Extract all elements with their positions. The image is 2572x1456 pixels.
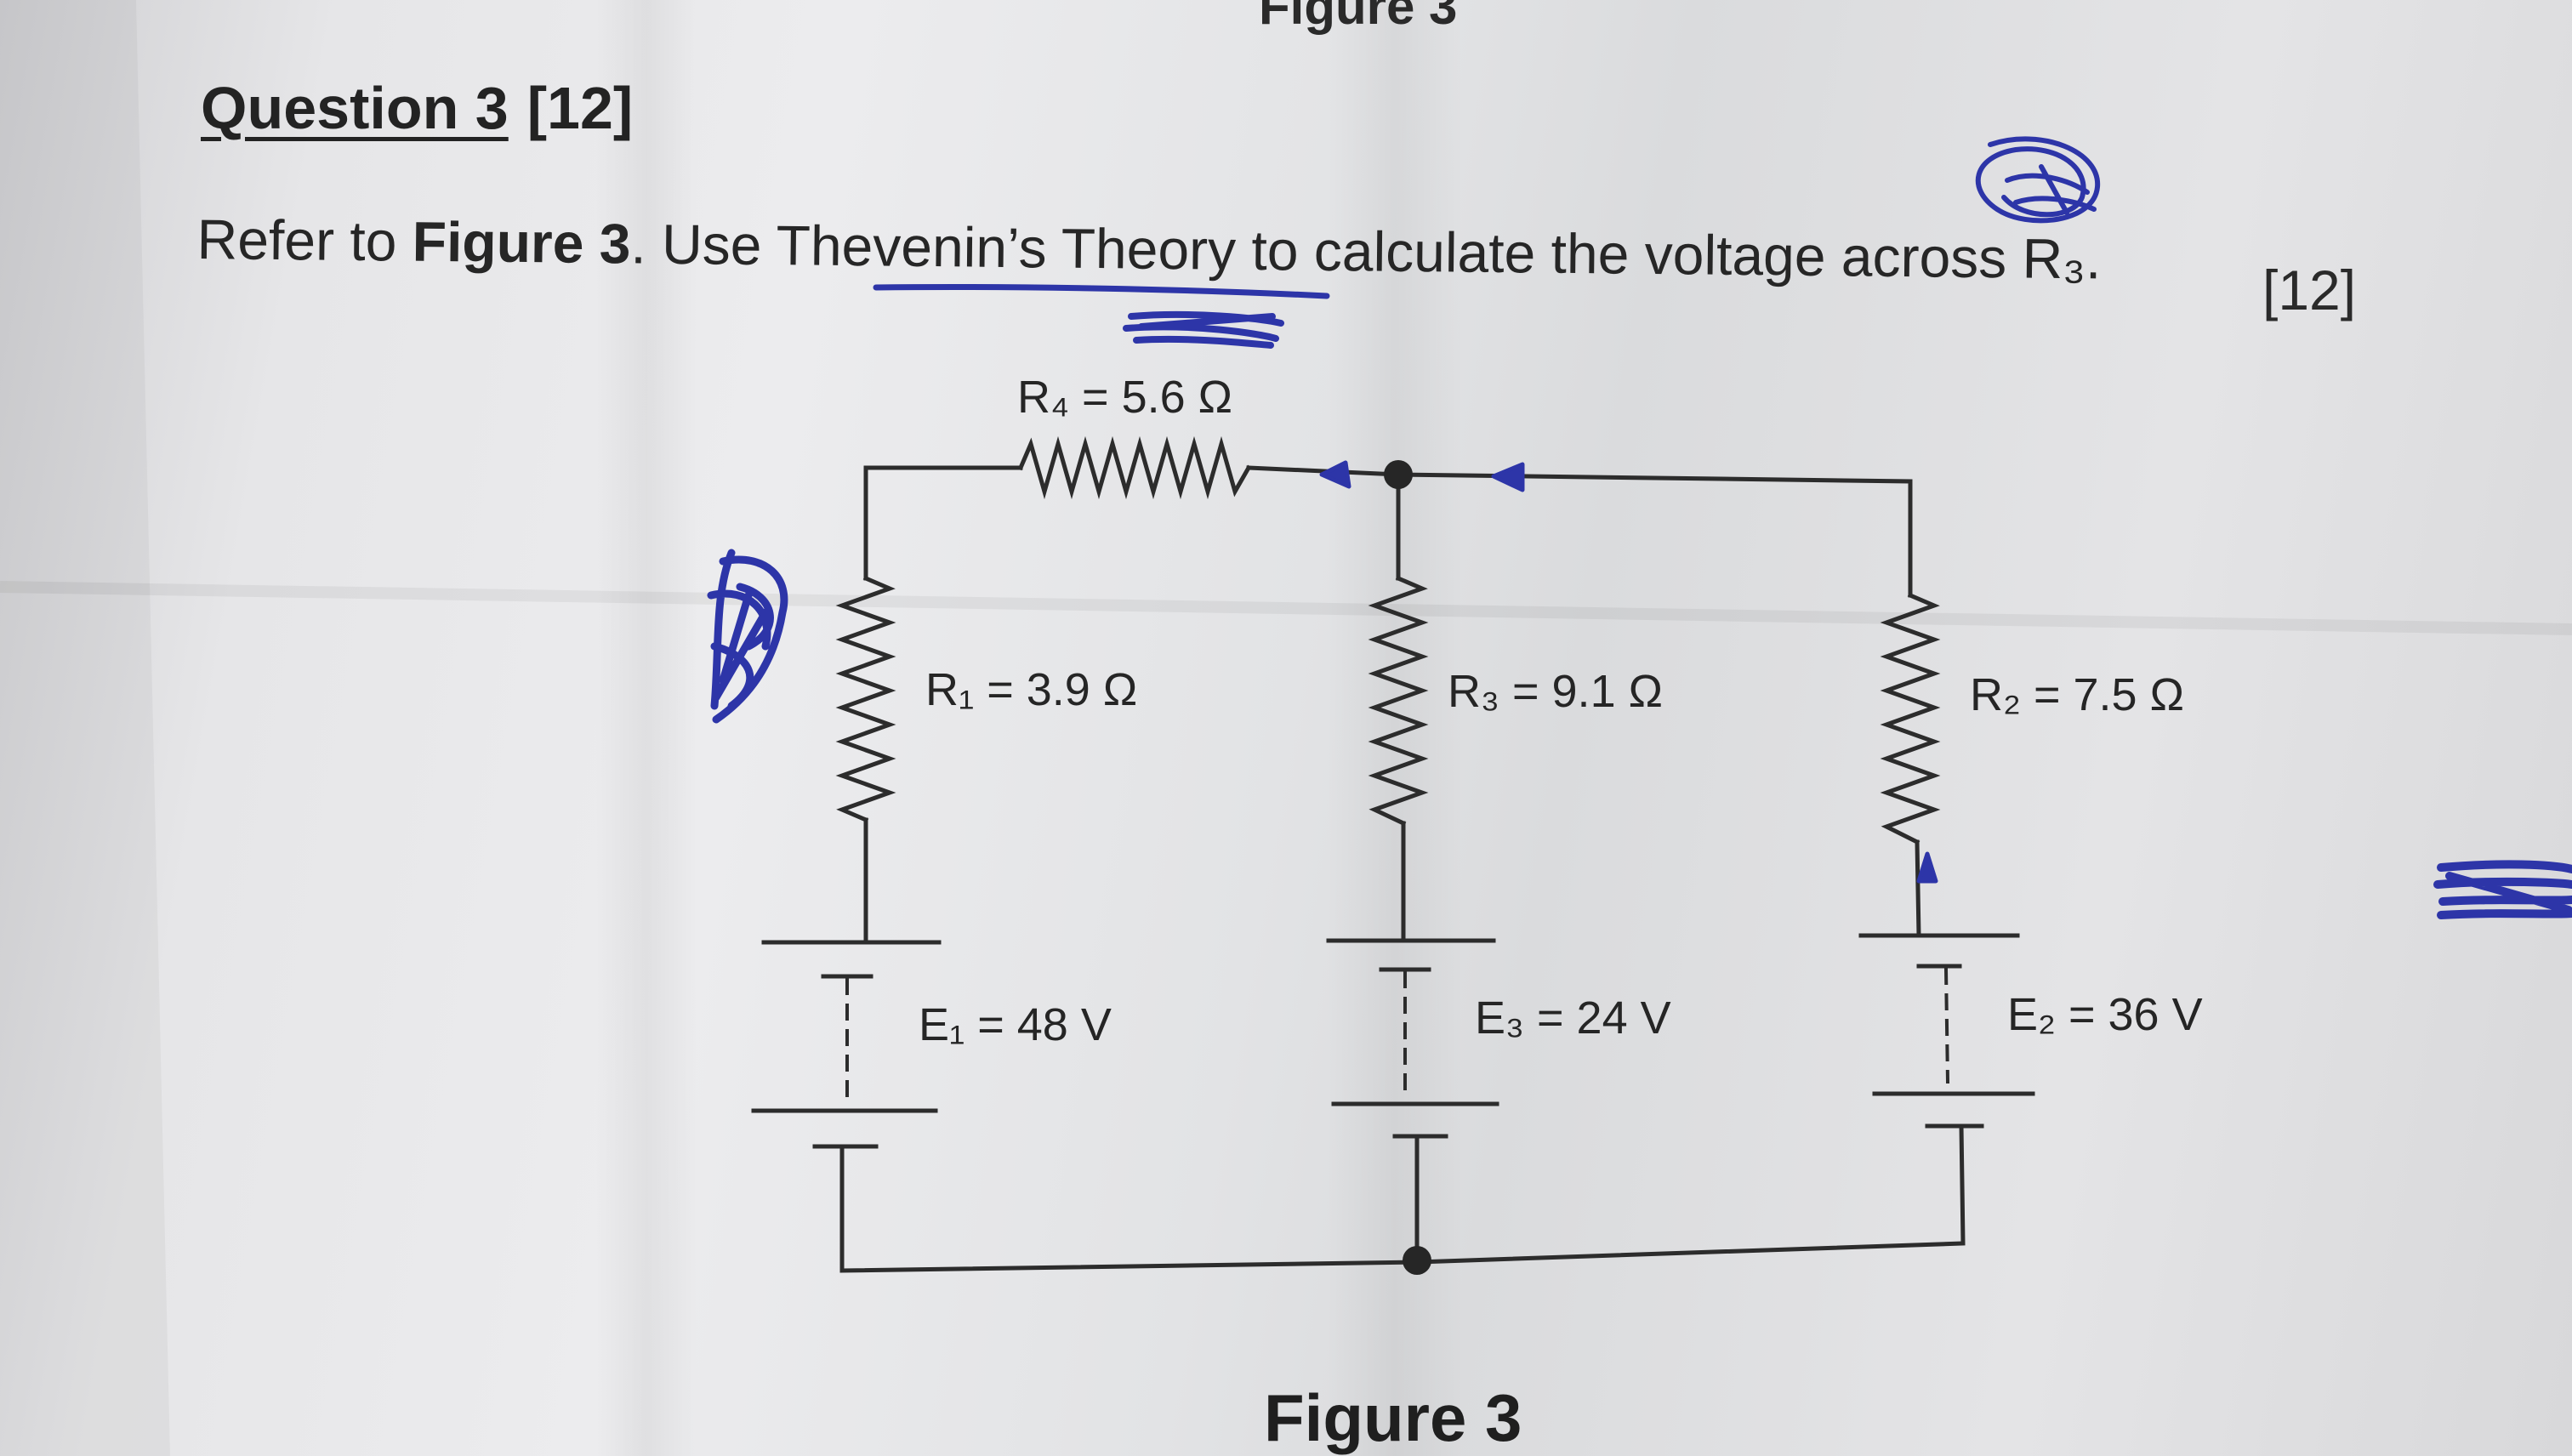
pen-underline-theory	[873, 283, 1330, 299]
left-wire-bottom	[839, 1144, 1420, 1273]
top-wire-mid	[1246, 465, 1401, 477]
right-wire-bottom	[1414, 1123, 1966, 1265]
e2-dashes	[1943, 967, 1950, 1084]
r1-resistor	[835, 575, 896, 823]
pen-scribble-top-right	[1975, 136, 2101, 224]
bottom-junction-node	[1403, 1246, 1431, 1275]
figure-caption: Figure 3	[1264, 1380, 1522, 1455]
right-wire-to-battery	[1915, 839, 1921, 938]
question-title: Question 3	[201, 75, 509, 141]
question-marks: [12]	[526, 75, 634, 141]
question-heading: Question 3 [12]	[201, 78, 633, 138]
pen-annotations	[707, 136, 2572, 919]
pen-arrow-top-right	[1491, 462, 1525, 492]
r3-label: R₃ = 9.1 Ω	[1448, 666, 1663, 717]
pen-arrow-r4	[1319, 460, 1351, 489]
marks-allocation: [12]	[2262, 259, 2357, 321]
r3-resistor	[1368, 575, 1429, 827]
r2-resistor	[1880, 592, 1941, 845]
top-figure-label: Figure 3	[1259, 0, 1458, 35]
r2-label: R₂ = 7.5 Ω	[1970, 669, 2184, 720]
top-junction-node	[1384, 460, 1413, 489]
r1-label: R₁ = 3.9 Ω	[925, 664, 1138, 715]
top-wire-right	[1396, 472, 1913, 598]
e3-label: E₃ = 24 V	[1475, 992, 1671, 1044]
r4-resistor	[1017, 435, 1252, 500]
pen-scribble-left	[707, 549, 788, 724]
e2-label: E₂ = 36 V	[2007, 989, 2203, 1040]
top-wire-left	[863, 465, 1023, 581]
r4-label: R₄ = 5.6 Ω	[1017, 372, 1233, 423]
pen-scribble-right-edge	[2433, 860, 2572, 919]
pen-arrow-r2	[1916, 851, 1938, 884]
e1-label: E₁ = 48 V	[919, 999, 1112, 1050]
pen-scribble-under-theory	[1123, 310, 1284, 349]
